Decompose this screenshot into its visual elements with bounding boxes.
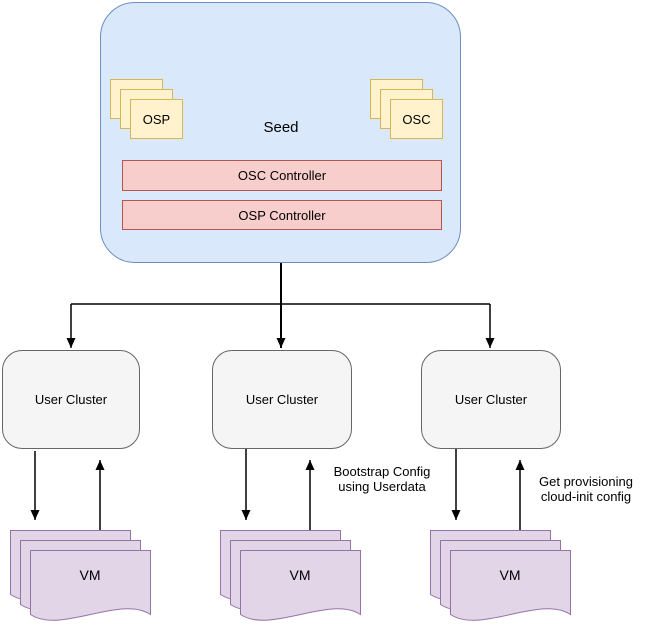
seed-label: Seed [263,119,299,136]
osc-controller-bar: OSC Controller [122,160,442,191]
vm-document-shape [450,550,571,621]
osc-label: OSC [402,111,431,127]
annotation-line: Bootstrap Config [333,464,431,479]
vm-document-shape [240,550,361,621]
osp-controller-label: OSP Controller [238,207,326,223]
user-cluster-label: User Cluster [34,392,108,407]
osp-controller-bar: OSP Controller [122,200,442,230]
user-cluster-2: User Cluster [212,350,352,449]
user-cluster-label: User Cluster [454,392,528,407]
vm-stack-2 [220,530,361,621]
annotation-provisioning-config: Get provisioning cloud-init config [516,474,651,504]
user-cluster-label: User Cluster [245,392,319,407]
user-cluster-1: User Cluster [2,350,140,449]
annotation-bootstrap-config: Bootstrap Config using Userdata [312,464,452,494]
annotation-line: Get provisioning [539,474,633,489]
vm-stack-1 [10,530,151,621]
vm-document-shape [30,550,151,621]
vm-label-3: VM [499,567,521,583]
annotation-line: using Userdata [338,479,426,494]
osp-box: OSP [130,99,183,139]
osp-label: OSP [142,111,171,127]
vm-label-2: VM [289,567,311,583]
user-cluster-3: User Cluster [421,350,561,449]
osc-box: OSC [390,99,443,139]
annotation-line: cloud-init config [540,489,632,504]
vm-label-1: VM [79,567,101,583]
osc-controller-label: OSC Controller [237,168,327,183]
vm-stack-3 [430,530,571,621]
